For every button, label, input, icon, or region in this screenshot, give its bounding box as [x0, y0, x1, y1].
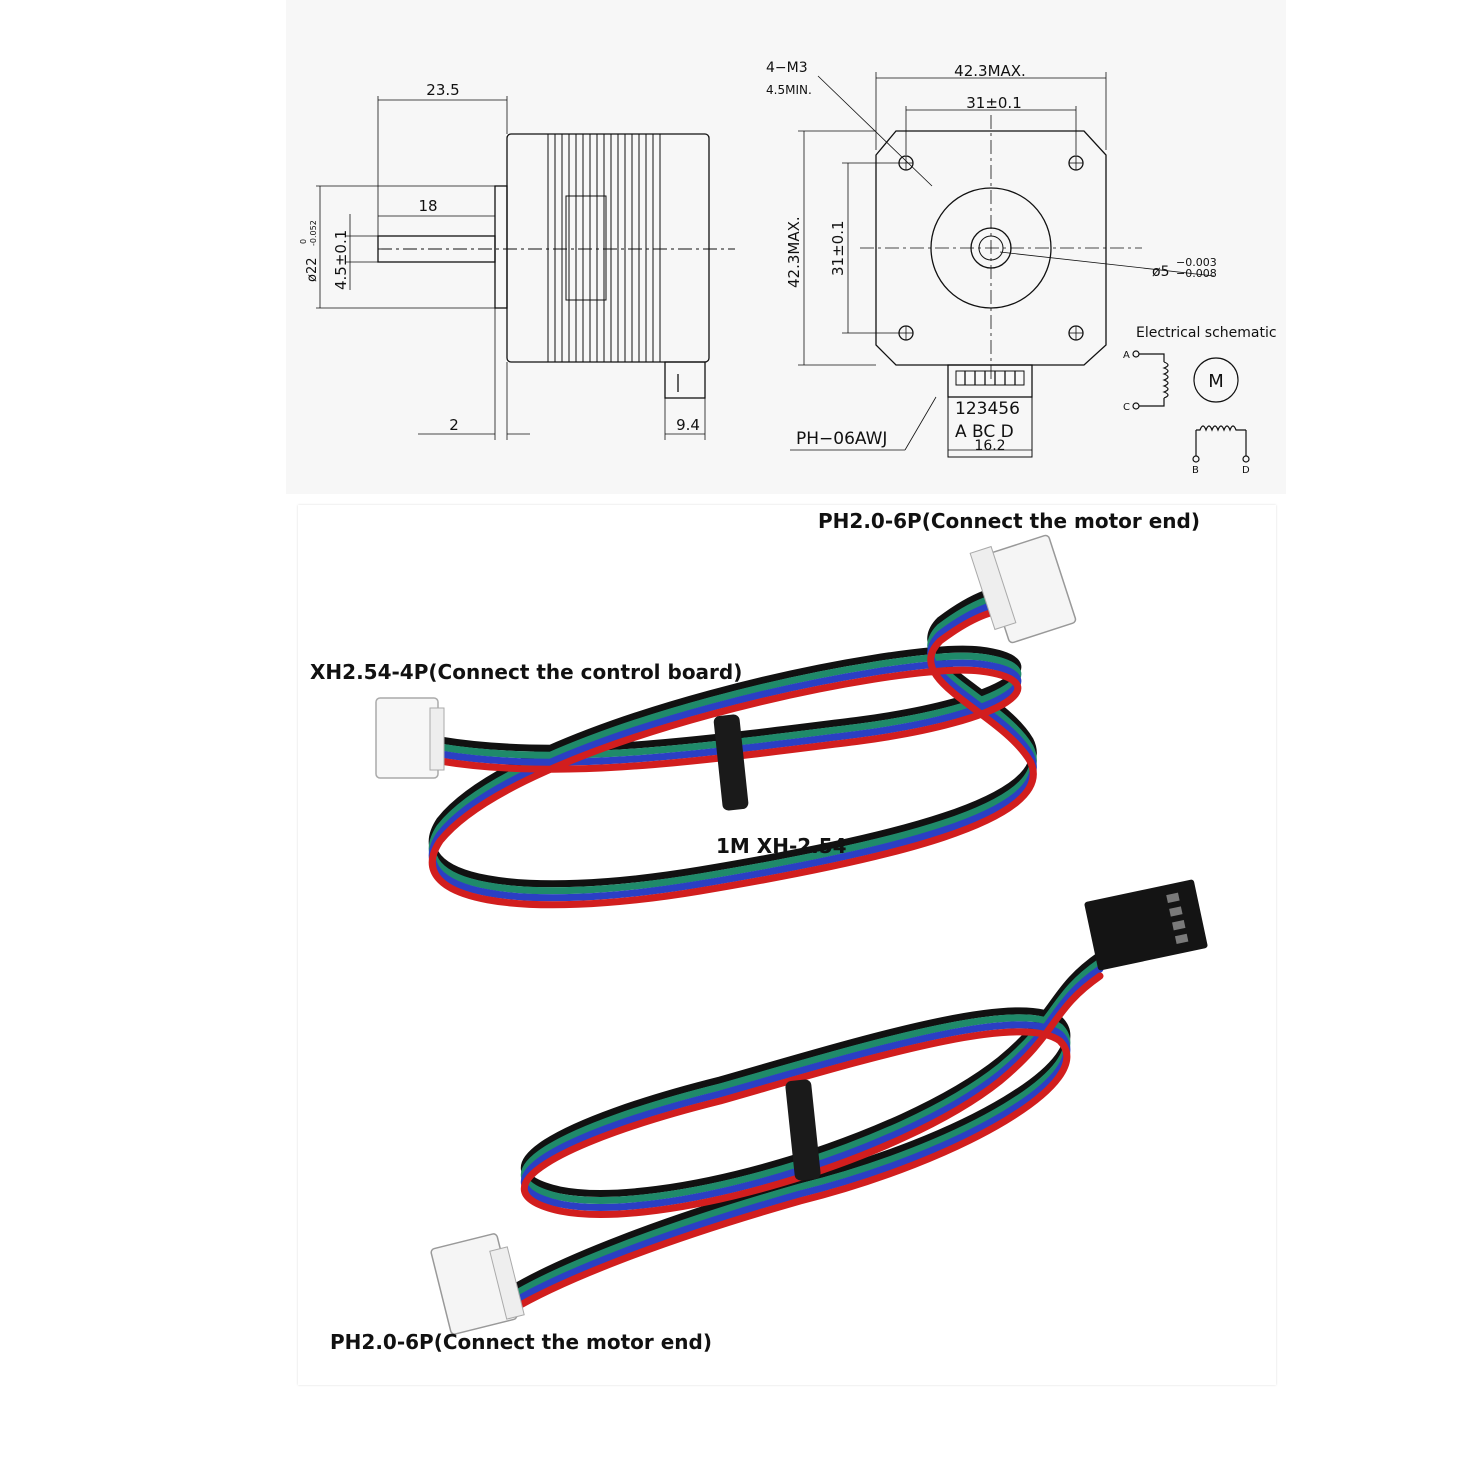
label-cable: 1M XH-2.54 [716, 834, 847, 858]
terminal-a: A [1123, 350, 1130, 361]
label-motor-end-bottom: PH2.0-6P(Connect the motor end) [330, 1330, 712, 1354]
hole-spacing-v: 31±0.1 [829, 220, 847, 276]
xh-cable-bundle [428, 586, 1037, 909]
terminal-b: B [1192, 465, 1199, 476]
side-view [316, 96, 735, 440]
motor-face [875, 130, 1107, 366]
coil-bd [1196, 425, 1246, 432]
xh-connector [375, 697, 445, 779]
wire-3 [506, 972, 1104, 1315]
side-view-dims: 23.5 18 ø22 0 -0.052 4.5±0.1 2 9.4 [299, 81, 700, 434]
dim-body-offset: 23.5 [426, 81, 459, 99]
connector-model: PH−06AWJ [796, 429, 887, 449]
cable-tie-top [713, 714, 749, 811]
hole-spacing-h: 31±0.1 [966, 94, 1022, 112]
label-control-board: XH2.54-4P(Connect the control board) [310, 660, 742, 684]
schematic-title: Electrical schematic [1136, 325, 1277, 341]
terminal-c: C [1123, 402, 1130, 413]
dupont-connector [1084, 879, 1208, 971]
wire-3 [428, 607, 1037, 909]
electrical-schematic: Electrical schematic M A C B D [1123, 325, 1277, 476]
dim-shaft-flat: 4.5±0.1 [332, 230, 350, 290]
terminal-d: D [1242, 465, 1250, 476]
screw-depth: 4.5MIN. [766, 83, 812, 97]
label-motor-end-top: PH2.0-6P(Connect the motor end) [818, 509, 1200, 533]
technical-drawing-panel [286, 0, 1286, 494]
dim-boss-tol-lower: -0.052 [309, 220, 318, 246]
pin-letters: A BC D [955, 422, 1014, 442]
width-max: 42.3MAX. [954, 62, 1026, 80]
front-view [790, 72, 1215, 458]
wire-1 [506, 958, 1104, 1301]
motor-symbol: M [1208, 371, 1224, 392]
front-view-dims: 4−M3 4.5MIN. 42.3MAX. 31±0.1 42.3MAX. 31… [766, 60, 1217, 454]
shaft-dia: ø5 [1152, 264, 1169, 280]
dupont-cable-bundle [506, 951, 1104, 1315]
wire-2 [428, 600, 1037, 902]
wire-2 [506, 965, 1104, 1308]
ph-connector-bottom [430, 1233, 525, 1335]
dim-boss-height: 2 [449, 416, 459, 434]
dim-shaft-length: 18 [418, 197, 437, 215]
screw-spec: 4−M3 [766, 60, 808, 76]
dim-boss-dia: ø22 [305, 258, 320, 283]
dim-boss-tol-upper: 0 [299, 239, 308, 244]
height-max: 42.3MAX. [785, 216, 803, 288]
pin-numbers: 123456 [955, 399, 1020, 419]
connector-width: 16.2 [974, 438, 1005, 454]
ph-connector-top [969, 534, 1077, 644]
dim-connector-depth: 9.4 [676, 416, 700, 434]
cooling-fins [547, 134, 661, 362]
wire-0 [428, 586, 1037, 888]
shaft-tol-lower: −0.008 [1176, 267, 1217, 280]
wire-1 [428, 593, 1037, 895]
connector-nub [664, 361, 706, 399]
coil-ac [1162, 361, 1169, 399]
shaft-tol-upper: −0.003 [1176, 256, 1217, 269]
motor-symbol-circle [1193, 357, 1239, 403]
cable-tie-bottom [785, 1079, 821, 1181]
